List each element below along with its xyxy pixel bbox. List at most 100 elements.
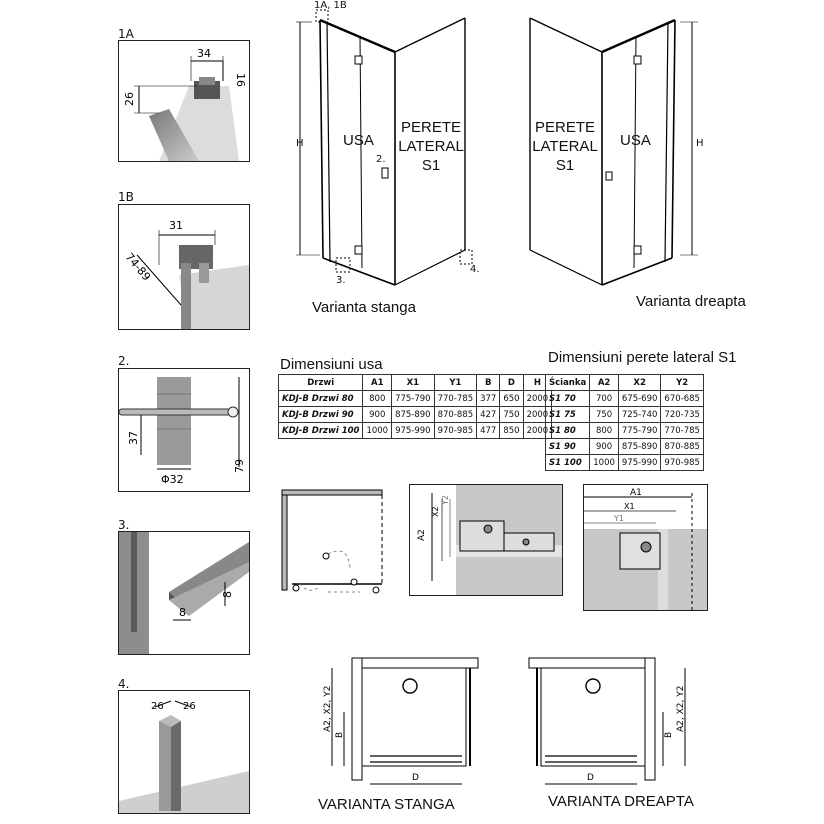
detail-3-drawing: 8 8 [119,532,249,654]
wall-th: Y2 [660,374,704,391]
door-cell: 975-990 [391,422,435,439]
table-row: KDJ-B Drzwi 90 900 875-890 870-885 427 7… [277,406,553,423]
door-cell: KDJ-B Drzwi 100 [277,422,364,439]
table-row: S1 80 800 775-790 770-785 [544,422,704,439]
plan-right-side-dims: A2, X2, Y2 [676,686,686,732]
left-view-callout-2: 2. [376,154,386,165]
plan-right-b: B [664,732,674,738]
door-cell: KDJ-B Drzwi 90 [277,406,364,423]
door-th: A1 [362,374,393,391]
door-profile-detail: A1 X1 Y1 [583,484,708,611]
detail-2-height-lower: 37 [127,431,140,445]
wall-cell: 775-790 [617,422,662,439]
detail-2-label: 2. [118,354,130,368]
detail-1a-width: 34 [197,47,211,60]
detail-2-height-total: 79 [233,459,246,473]
plan-left-caption: VARIANTA STANGA [318,796,455,813]
right-view-side-line-2: LATERAL [532,138,598,155]
wall-cell: 750 [589,406,619,423]
door-cell: 870-885 [433,406,478,423]
door-th: Y1 [433,374,478,391]
wall-cell: 800 [589,422,619,439]
detail-2-panel: 37 79 Φ32 [118,368,250,492]
wall-cell: S1 80 [544,422,591,439]
door-cell: 875-890 [391,406,435,423]
detail-1b-range: 74-89 [123,251,154,284]
wall-cell: 770-785 [660,422,704,439]
left-enclosure-view [296,9,473,286]
detail-1a-panel: 34 16 26 [118,40,250,162]
detail-1b-panel: 31 74-89 [118,204,250,330]
door-detail-y1: Y1 [613,514,624,523]
door-table-header: Drzwi A1 X1 Y1 B D H [277,374,553,391]
door-detail-x1: X1 [624,502,635,511]
plan-left-b: B [335,732,345,738]
left-view-door-label: USA [343,132,374,149]
wall-detail-a2: A2 [417,529,427,541]
door-dimensions-table: Drzwi A1 X1 Y1 B D H KDJ-B Drzwi 80 800 … [277,374,553,439]
right-enclosure-view [529,17,698,286]
door-cell: 970-985 [433,422,478,439]
door-cell: 427 [476,406,501,423]
door-cell: 650 [499,390,524,407]
left-view-caption: Varianta stanga [312,299,416,316]
wall-th: A2 [589,374,619,391]
wall-cell: S1 100 [544,454,591,471]
wall-cell: 970-985 [660,454,704,471]
door-cell: 900 [362,406,393,423]
wall-cell: 975-990 [617,454,662,471]
table-row: S1 70 700 675-690 670-685 [544,390,704,407]
left-view-height-label: H [296,138,304,149]
detail-3-width: 8 [179,606,186,619]
door-swing-diagram [281,489,383,594]
detail-1a-label: 1A [118,27,134,41]
wall-cell: 1000 [589,454,619,471]
plan-right-d: D [587,773,594,783]
wall-cell: S1 90 [544,438,591,455]
door-table-title: Dimensiuni usa [280,356,383,373]
left-view-callout-1a1b: 1A, 1B [314,0,347,11]
left-view-callout-3: 3. [336,275,346,286]
right-view-door-label: USA [620,132,651,149]
left-view-side-wall-label: PERETE LATERAL S1 [396,118,466,175]
left-view-side-line-1: PERETE [400,119,461,136]
table-row: KDJ-B Drzwi 100 1000 975-990 970-985 477… [277,422,553,439]
wall-detail-x2: X2 [431,506,440,517]
detail-4-panel: 26 26 [118,690,250,814]
wall-profile-drawing: A2 X2 Y2 [417,485,562,595]
plan-left-side-dims: A2, X2, Y2 [323,686,333,732]
wall-cell: 670-685 [660,390,704,407]
wall-profile-detail: A2 X2 Y2 [409,484,563,596]
wall-cell: 900 [589,438,619,455]
detail-1b-label: 1B [118,190,134,204]
table-row: S1 100 1000 975-990 970-985 [544,454,704,471]
wall-cell: 700 [589,390,619,407]
door-th: X1 [391,374,435,391]
detail-1a-drawing: 34 16 26 [123,47,247,161]
door-cell: 377 [476,390,501,407]
detail-4-drawing: 26 26 [119,700,249,813]
detail-2-diameter: Φ32 [161,473,184,486]
door-th: D [499,374,524,391]
wall-th: Ścianka [544,374,591,391]
door-cell: 800 [362,390,393,407]
left-view-callout-4: 4. [470,264,480,275]
wall-cell: S1 75 [544,406,591,423]
detail-3-panel: 8 8 [118,531,250,655]
wall-table-header: Ścianka A2 X2 Y2 [544,374,704,391]
plan-left-d: D [412,773,419,783]
wall-cell: 675-690 [617,390,662,407]
right-view-side-wall-label: PERETE LATERAL S1 [528,118,602,175]
door-cell: 775-790 [391,390,435,407]
wall-dimensions-table: Ścianka A2 X2 Y2 S1 70 700 675-690 670-6… [544,374,704,471]
door-detail-a1: A1 [630,488,642,498]
left-view-side-line-3: S1 [421,157,441,174]
door-cell: 477 [476,422,501,439]
door-cell: 770-785 [433,390,478,407]
detail-3-height: 8 [221,591,234,598]
door-cell: 1000 [362,422,393,439]
plan-right: B A2, X2, Y2 D [528,657,686,785]
door-cell: KDJ-B Drzwi 80 [277,390,364,407]
right-view-height-label: H [696,138,704,149]
detail-4-width: 26 [183,701,196,712]
